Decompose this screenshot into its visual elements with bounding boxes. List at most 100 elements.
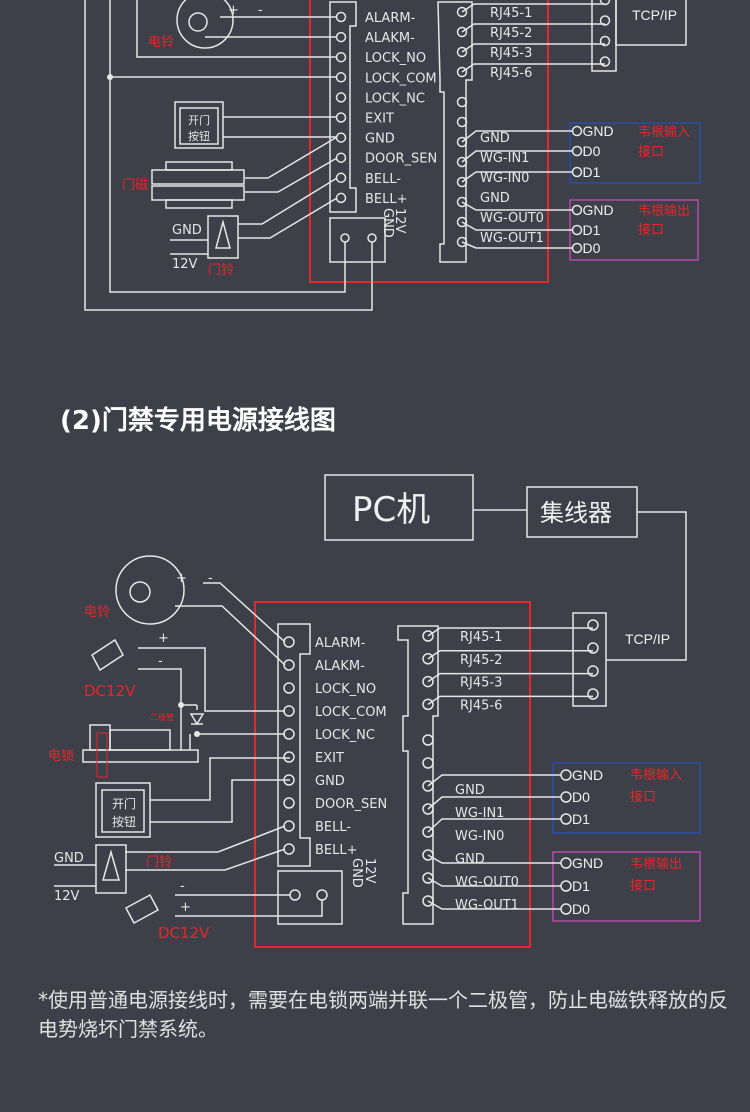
doorbell-label: 门铃 xyxy=(146,855,172,870)
terminal-label: LOCK_NC xyxy=(365,91,425,106)
terminal-rj45-6 xyxy=(422,698,434,711)
door-sensor-icon xyxy=(151,169,245,185)
doorbell-icon xyxy=(207,215,239,259)
terminal-wg-out0 xyxy=(456,216,468,228)
doorbell-cone xyxy=(215,219,231,249)
doorbell-12v-label: 12V xyxy=(54,889,80,904)
wire xyxy=(427,627,593,637)
exit-button-inner xyxy=(179,107,219,145)
wire xyxy=(461,171,573,183)
hub-label: 集线器 xyxy=(540,499,612,527)
door-sensor-part xyxy=(151,185,245,201)
terminal-label: GND xyxy=(315,774,345,789)
exit-button-label: 开门 xyxy=(112,796,136,811)
left-terminal-block xyxy=(329,1,357,213)
exit-button-icon xyxy=(95,782,151,838)
terminal-gnd xyxy=(335,132,347,143)
wiegand-pin xyxy=(560,857,572,869)
wg-label: WG-OUT0 xyxy=(480,211,544,226)
terminal-rj45-2 xyxy=(456,26,468,38)
junction xyxy=(178,702,184,708)
doorbell-icon xyxy=(95,844,127,894)
wg-label: WG-IN0 xyxy=(480,171,529,186)
dc-minus: - xyxy=(180,879,185,894)
dc-minus: - xyxy=(158,654,163,669)
wire xyxy=(461,241,573,249)
bell-icon xyxy=(176,0,234,49)
terminal-label: LOCK_COM xyxy=(365,71,437,86)
bell-inner-icon xyxy=(129,581,151,603)
wire xyxy=(461,23,605,33)
wiegand-out-label-2: 接口 xyxy=(638,222,664,238)
wiegand-pin-label: D1 xyxy=(572,878,590,894)
dc12v-label: DC12V xyxy=(84,682,136,700)
wire xyxy=(175,582,286,666)
wg-label: WG-IN0 xyxy=(455,829,504,844)
wiegand-pin-label: D1 xyxy=(572,811,590,827)
terminal-wg-in1 xyxy=(422,803,434,815)
wire xyxy=(175,894,323,917)
wire xyxy=(427,877,561,887)
terminal-label: ALARM- xyxy=(365,11,416,26)
terminal-gnd xyxy=(422,849,434,861)
wiegand-pin xyxy=(571,224,583,236)
wire xyxy=(54,864,96,887)
lock-part xyxy=(96,732,108,778)
diode-label: 二极管 xyxy=(150,712,174,722)
power-12v-label: 12V xyxy=(392,208,407,234)
diode-icon xyxy=(189,713,205,726)
wg-label: WG-OUT0 xyxy=(455,875,519,890)
terminal-rj45-1 xyxy=(456,6,468,18)
right-terminal-block xyxy=(437,1,473,263)
wiegand-pin-label: D0 xyxy=(572,901,590,917)
power-terminal-block xyxy=(277,870,343,925)
terminal-label: ALARM- xyxy=(315,636,366,651)
power-terminal-block xyxy=(329,217,386,263)
wiegand-pin-label: D1 xyxy=(583,164,601,180)
exit-button-icon xyxy=(174,101,224,149)
door-sensor-label: 门磁 xyxy=(122,178,148,193)
power-12v-label: 12V xyxy=(362,858,377,884)
dc12v-adapter-icon xyxy=(124,893,160,925)
wg-label: WG-IN1 xyxy=(455,806,504,821)
terminal-lock_nc xyxy=(283,728,295,740)
footnote: *使用普通电源接线时，需要在电锁两端并联一个二极管，防止电磁铁释放的反电势烧坏门… xyxy=(38,988,728,1041)
pc-label: PC机 xyxy=(352,490,430,530)
power-gnd-label: GND xyxy=(349,858,364,888)
tcpip-box xyxy=(615,0,687,46)
bottom-terminals: ALARM-ALAKM-LOCK_NOLOCK_COMLOCK_NCEXITGN… xyxy=(283,619,603,917)
doorbell-label: 门铃 xyxy=(208,263,234,278)
rj45-label: RJ45-6 xyxy=(460,698,502,713)
terminal-bell+ xyxy=(335,192,347,204)
terminal-empty xyxy=(422,757,434,769)
tcpip-terminal xyxy=(587,665,599,677)
junction xyxy=(107,74,113,80)
power-terminal-gnd xyxy=(367,233,377,243)
wiegand-pin xyxy=(560,813,572,825)
right-terminal-block xyxy=(397,625,439,925)
terminal-label: ALAKM- xyxy=(365,31,415,46)
wire xyxy=(461,130,573,143)
tcpip-terminal xyxy=(599,56,611,67)
terminal-door_sen xyxy=(283,797,295,809)
wiegand-pin-label: GND xyxy=(572,767,603,783)
rj45-label: RJ45-3 xyxy=(460,676,502,691)
terminal-wg-in1 xyxy=(456,156,468,168)
wiegand-pin-label: GND xyxy=(572,855,603,871)
left-terminal-block xyxy=(277,623,311,867)
wg-label: GND xyxy=(480,191,510,206)
wire xyxy=(461,63,605,73)
wiegand-in-label: 韦根输入 xyxy=(638,124,690,140)
terminal-bell- xyxy=(335,172,347,184)
wiegand-pin xyxy=(560,880,572,892)
tcpip-terminal-block xyxy=(591,0,617,72)
tcpip-terminal xyxy=(599,35,611,47)
bell-label: 电铃 xyxy=(84,605,110,620)
terminal-label: GND xyxy=(365,132,395,147)
wiegand-pin-label: D1 xyxy=(583,222,601,238)
terminal-label: DOOR_SEN xyxy=(365,152,437,167)
wire xyxy=(223,116,338,239)
bell-icon xyxy=(115,555,185,625)
door-sensor-part xyxy=(165,199,233,209)
